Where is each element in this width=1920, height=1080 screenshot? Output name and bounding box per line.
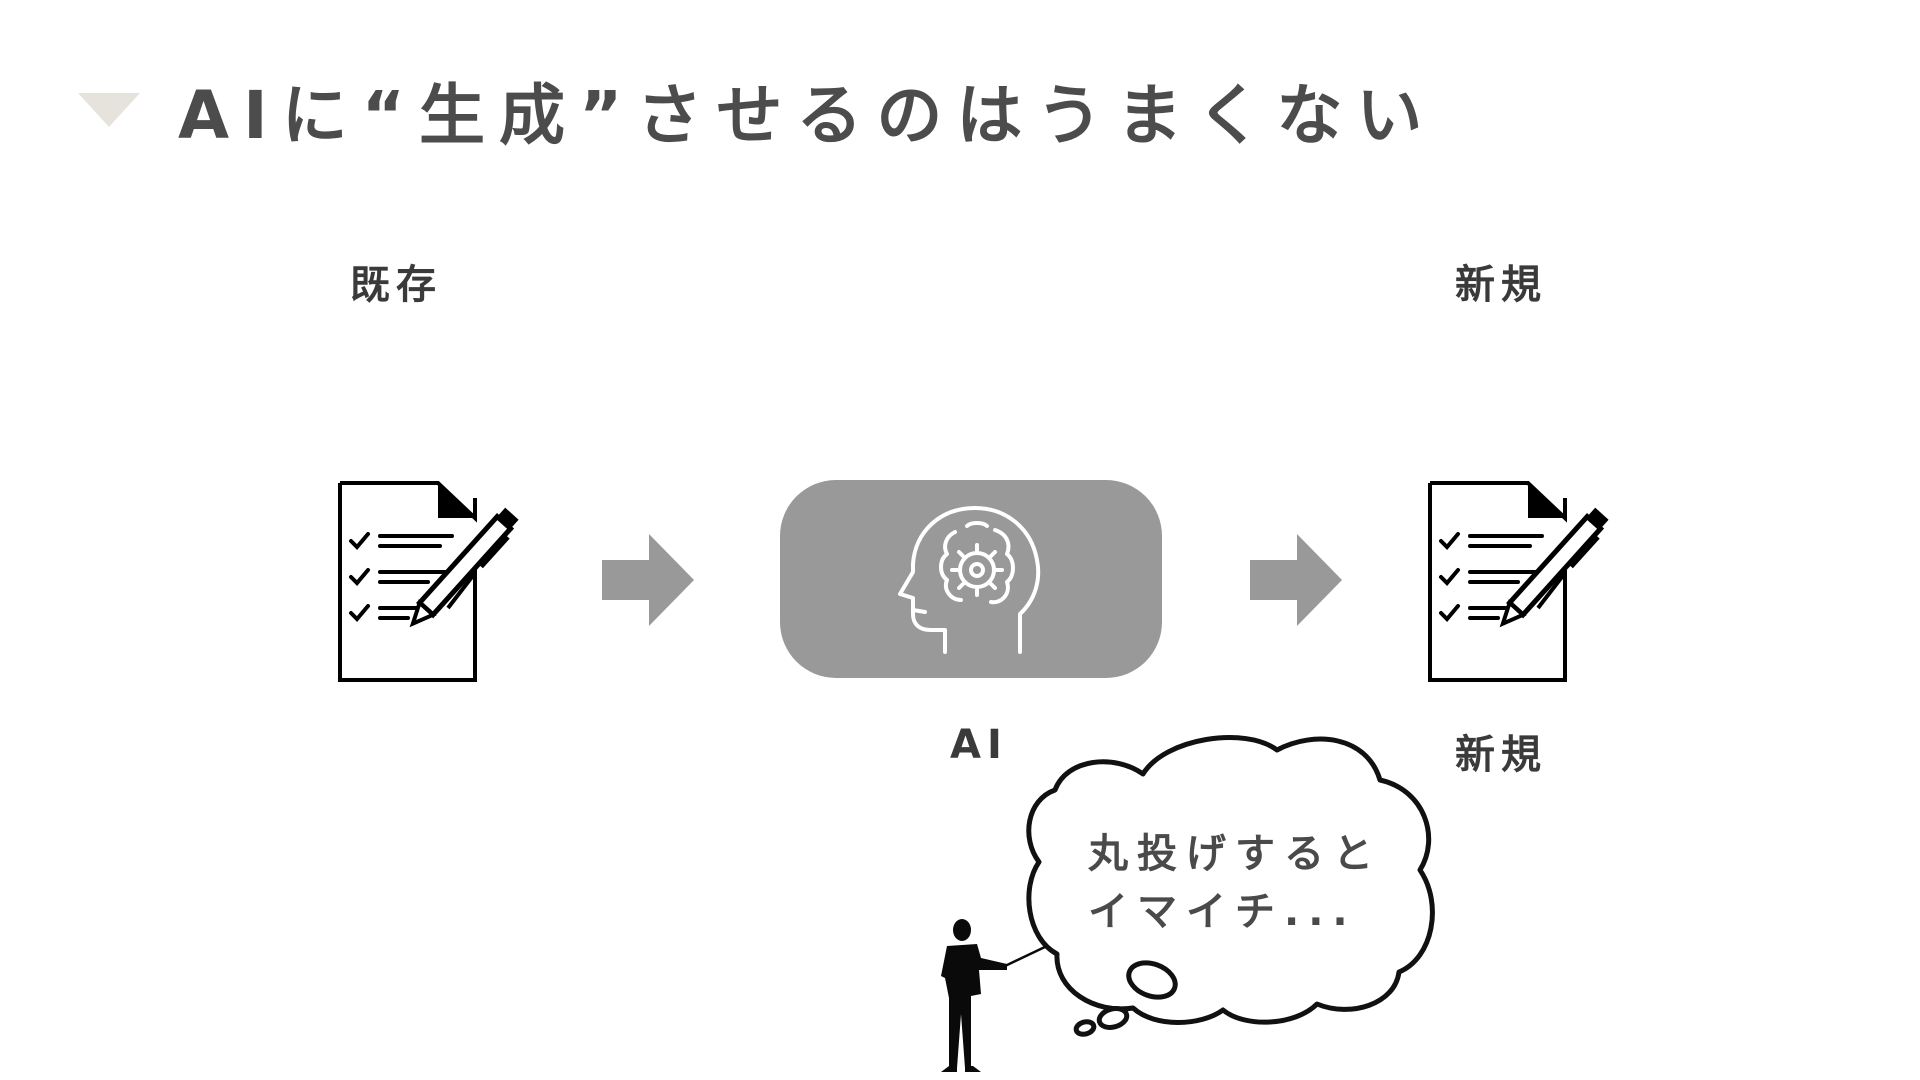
label-ai: AI [950, 722, 1008, 768]
arrow-right-icon [602, 534, 694, 626]
triangle-down-icon [78, 93, 140, 127]
checklist-document-pen-icon [338, 481, 519, 682]
thought-line-1: 丸投げすると [1088, 831, 1382, 877]
thought-line-2: イマイチ... [1088, 889, 1357, 935]
thought-text: 丸投げすると イマイチ... [1088, 825, 1382, 941]
label-existing: 既存 [350, 262, 442, 308]
presenter-silhouette [941, 919, 1048, 1072]
brain-head-gear-icon [898, 506, 1041, 654]
label-new-top: 新規 [1455, 262, 1547, 308]
thought-bubble [1026, 735, 1435, 1037]
checklist-document-pen-icon [1428, 481, 1609, 682]
page-title: AIに“生成”させるのはうまくない [178, 77, 1437, 154]
label-new-bottom: 新規 [1455, 732, 1547, 778]
ai-box [780, 480, 1162, 678]
arrow-right-icon [1250, 534, 1342, 626]
